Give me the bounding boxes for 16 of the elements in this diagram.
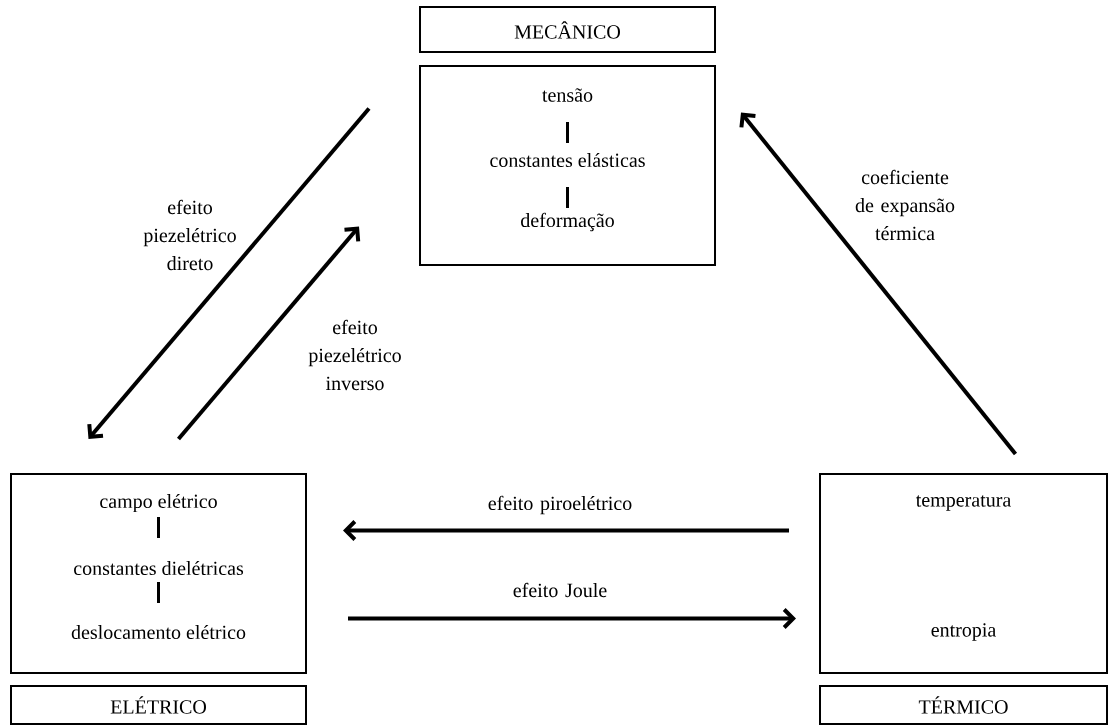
- edge-label: efeito piezelétrico direto: [143, 199, 236, 271]
- header-box: MECÂNICO: [419, 6, 716, 53]
- property-box: temperatura entropia: [819, 473, 1108, 674]
- arrow: [176, 226, 361, 441]
- arrow: [348, 608, 796, 629]
- edge-label: efeito Joule: [513, 582, 607, 598]
- property-box: tensão constantes elásticas deformação: [419, 65, 716, 266]
- property-box: campo elétrico constantes dielétricas deslocamento elétrico: [10, 473, 307, 674]
- arrow: [739, 112, 1018, 456]
- arrow: [343, 520, 789, 541]
- header-box: TÉRMICO: [819, 685, 1108, 725]
- header-box: ELÉTRICO: [10, 685, 307, 725]
- edge-label: efeito piroelétrico: [488, 495, 632, 515]
- edge-label: efeito piezelétrico inverso: [308, 319, 401, 391]
- edge-label: coeficiente de expansão térmica: [855, 169, 955, 241]
- arrow: [87, 107, 371, 439]
